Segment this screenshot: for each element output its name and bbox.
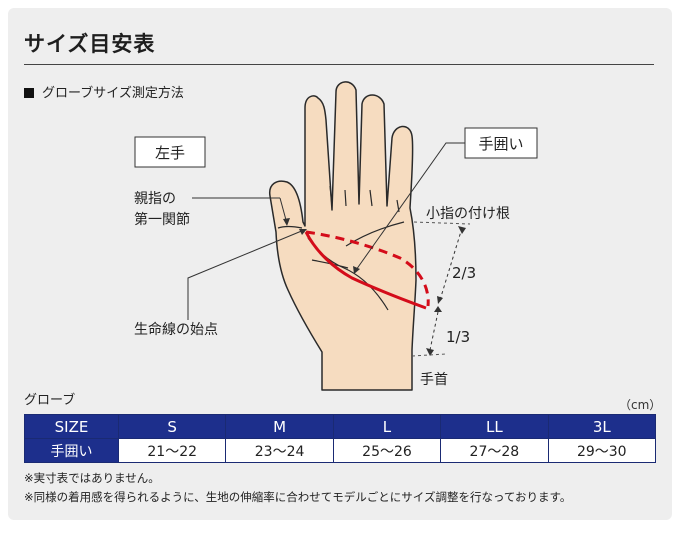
size-value-cell: 23〜24 bbox=[225, 438, 334, 463]
hand-label-box bbox=[134, 136, 206, 168]
size-value-cell: 27〜28 bbox=[440, 438, 549, 463]
page-title: サイズ目安表 bbox=[24, 32, 156, 56]
size-header-cell: LL bbox=[440, 414, 549, 439]
size-header-cell: S bbox=[117, 414, 227, 439]
circumference-label: 手囲い bbox=[478, 135, 523, 153]
hand-illustration bbox=[268, 81, 417, 391]
row-header-cell: 手囲い bbox=[24, 438, 119, 463]
size-header-cell: 3L bbox=[547, 414, 657, 439]
size-value-cell: 29〜30 bbox=[547, 438, 657, 463]
glove-table-label: グローブ bbox=[24, 393, 76, 408]
circumference-line-solid bbox=[304, 231, 427, 310]
size-value-cell: 21〜22 bbox=[117, 438, 227, 463]
thumb-joint-label-line2: 第一関節 bbox=[134, 211, 190, 228]
note-not-actual-size: ※実寸表ではありません。 bbox=[24, 471, 160, 485]
hand-label: 左手 bbox=[155, 144, 185, 162]
title-divider bbox=[24, 64, 654, 65]
lifeline-label: 生命線の始点 bbox=[134, 321, 218, 338]
size-header-cell: M bbox=[225, 414, 334, 439]
section-heading: グローブサイズ測定方法 bbox=[24, 82, 184, 101]
two-thirds-label: 2/3 bbox=[452, 264, 476, 282]
unit-label: （cm） bbox=[619, 398, 662, 412]
thumb-joint-label-line1: 親指の bbox=[134, 191, 176, 207]
size-header-cell: SIZE bbox=[24, 414, 119, 439]
size-value-cell: 25〜26 bbox=[332, 438, 442, 463]
one-third-label: 1/3 bbox=[446, 328, 470, 346]
size-table: SIZE S M L LL 3L 手囲い 21〜22 23〜24 25〜26 2… bbox=[24, 414, 657, 463]
square-bullet-icon bbox=[24, 88, 34, 98]
size-header-cell: L bbox=[332, 414, 442, 439]
size-header-row: SIZE S M L LL 3L bbox=[24, 414, 657, 439]
circumference-label-box bbox=[464, 127, 538, 159]
circumference-row: 手囲い 21〜22 23〜24 25〜26 27〜28 29〜30 bbox=[24, 438, 657, 463]
circumference-line-dashed bbox=[305, 230, 430, 307]
section-heading-text: グローブサイズ測定方法 bbox=[42, 86, 184, 101]
little-finger-base-label: 小指の付け根 bbox=[426, 206, 510, 222]
wrist-label: 手首 bbox=[420, 372, 448, 388]
note-size-adjustment: ※同様の着用感を得られるように、生地の伸縮率に合わせてモデルごとにサイズ調整を行… bbox=[24, 490, 572, 504]
